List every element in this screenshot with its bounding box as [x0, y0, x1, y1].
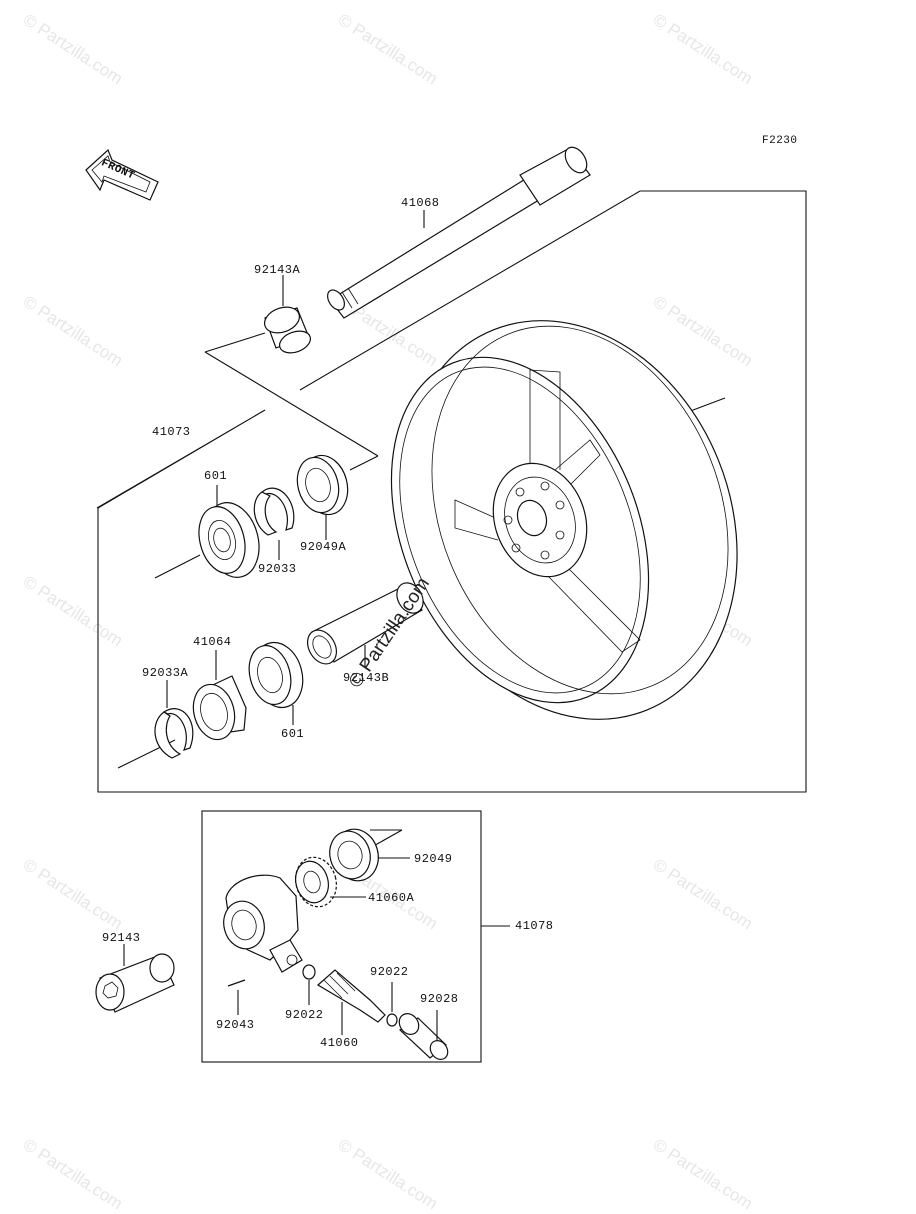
part-label-41068[interactable]: 41068	[401, 196, 440, 210]
gear-41060	[316, 969, 386, 1023]
part-label-41060[interactable]: 41060	[320, 1036, 359, 1050]
axle-41068	[327, 146, 591, 319]
meter-gear-box	[201, 810, 482, 1063]
part-label-41060a[interactable]: 41060A	[368, 891, 415, 905]
spacer-41064	[192, 675, 247, 741]
pin-92043	[227, 979, 246, 987]
collar-92143a	[263, 306, 312, 354]
circlip-92033	[253, 491, 278, 536]
part-label-92049a[interactable]: 92049A	[300, 540, 347, 554]
washer-92022-left	[302, 964, 316, 980]
wheel	[390, 320, 738, 720]
front-arrow-icon	[85, 148, 159, 201]
washer-92022-right	[386, 1013, 398, 1027]
part-label-92143b[interactable]: 92143B	[343, 671, 390, 685]
part-label-92033a[interactable]: 92033A	[142, 666, 189, 680]
part-label-601-bottom[interactable]: 601	[281, 727, 305, 741]
part-label-41073[interactable]: 41073	[152, 425, 191, 439]
part-label-92022-right[interactable]: 92022	[370, 965, 409, 979]
part-label-92022-left[interactable]: 92022	[285, 1008, 324, 1022]
part-label-92028[interactable]: 92028	[420, 992, 459, 1006]
bearing-601-bottom	[248, 641, 304, 709]
part-label-92033[interactable]: 92033	[258, 562, 297, 576]
figure-code: F2230	[762, 135, 798, 147]
part-label-92143[interactable]: 92143	[102, 931, 141, 945]
collar-92143b	[306, 582, 424, 665]
assembly-outline	[96, 190, 807, 793]
part-label-92043[interactable]: 92043	[216, 1018, 255, 1032]
collar-92143	[95, 953, 175, 1013]
gear-housing	[223, 874, 303, 973]
bearing-601-top	[198, 502, 260, 578]
seal-92049	[329, 828, 379, 882]
gear-41060a	[295, 856, 337, 908]
seal-92049a	[296, 454, 349, 516]
part-label-92143a[interactable]: 92143A	[254, 263, 301, 277]
circlip-92033a	[154, 711, 182, 759]
bushing-92028	[398, 1013, 449, 1060]
part-label-601-top[interactable]: 601	[204, 469, 228, 483]
part-label-92049[interactable]: 92049	[414, 852, 453, 866]
part-label-41064[interactable]: 41064	[193, 635, 232, 649]
part-label-41078[interactable]: 41078	[515, 919, 554, 933]
